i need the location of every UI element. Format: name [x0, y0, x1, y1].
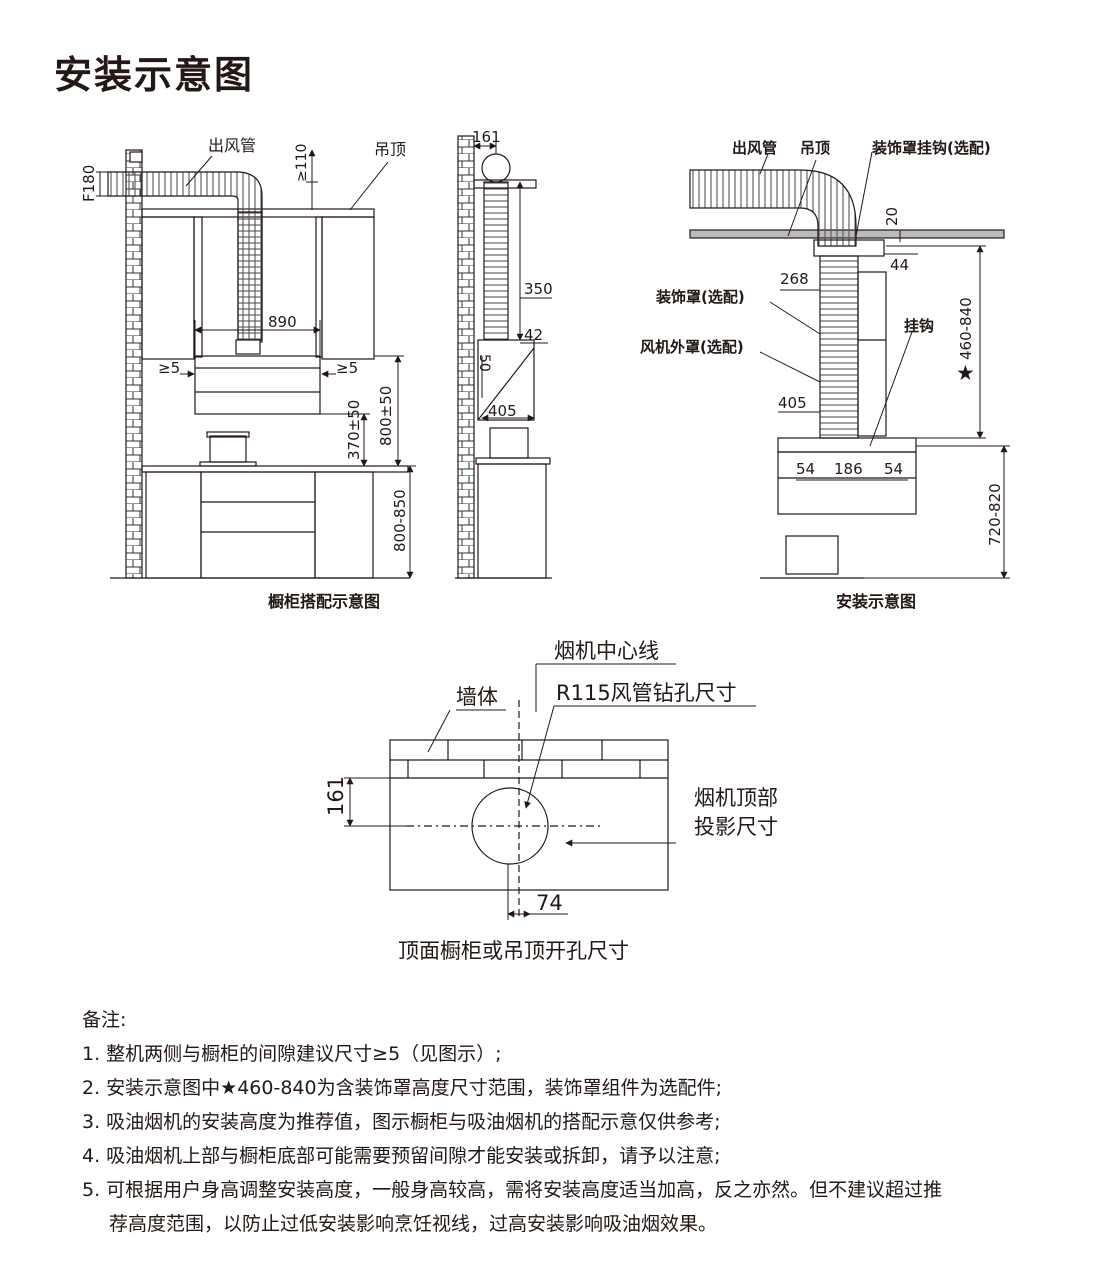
dim-268: 268	[780, 270, 809, 288]
dim-161: 161	[324, 776, 348, 816]
dim-ceiling-gap: ≥110	[294, 144, 310, 182]
dim-405: 405	[778, 394, 807, 412]
side-view-dims	[473, 140, 552, 422]
note-5-cont: 荐高度范围，以防止过低安装影响烹饪视线，过高安装影响吸油烟效果。	[109, 1213, 718, 1235]
dim-54-left: 54	[796, 460, 815, 478]
hole-label: R115风管钻孔尺寸	[556, 681, 737, 705]
dim-44: 44	[890, 256, 909, 274]
opening-diagram	[389, 700, 669, 916]
opening-dims	[344, 663, 756, 920]
dim-hood-depth: 405	[488, 402, 517, 420]
notes-heading: 备注:	[82, 1009, 127, 1031]
note-5: 5. 可根据用户身高调整安装高度，一般身高较高，需将安装高度适当加高，反之亦然。…	[82, 1179, 943, 1201]
note-3: 3. 吸油烟机的安装高度为推荐值，图示橱柜与吸油烟机的搭配示意仅供参考;	[82, 1111, 721, 1133]
caption-install: 安装示意图	[836, 592, 916, 611]
island-duct-label: 出风管	[732, 139, 777, 157]
projection-label-1: 烟机顶部	[694, 786, 778, 810]
dim-counter-height: 800-850	[391, 489, 409, 552]
caption-cabinet: 橱柜搭配示意图	[268, 592, 380, 611]
dim-height: 720-820	[986, 483, 1004, 546]
note-1: 1. 整机两侧与橱柜的间隙建议尺寸≥5（见图示）;	[82, 1043, 502, 1065]
dim-74: 74	[536, 891, 563, 915]
dim-hood-width: 890	[268, 313, 297, 331]
dim-wall-offset: 161	[472, 128, 501, 146]
center-line-label: 烟机中心线	[554, 639, 659, 663]
dim-side-gap-left: ≥5	[158, 359, 180, 377]
island-ceiling-label: 吊顶	[800, 139, 830, 157]
wall	[125, 149, 143, 579]
side-view-labels: 161 350 42 50 405	[472, 128, 553, 420]
note-2: 2. 安装示意图中★460-840为含装饰罩高度尺寸范围，装饰罩组件为选配件;	[82, 1077, 722, 1099]
install-diagram	[689, 169, 1005, 579]
cabinet-labels: 出风管 吊顶 F180 ≥110 890 ≥5 ≥5 370±50 800±50…	[80, 136, 409, 611]
dim-range: 460-840	[957, 297, 975, 360]
motor-cover-label: 风机外罩(选配)	[640, 338, 744, 356]
page-title: 安装示意图	[54, 53, 255, 97]
star-icon: ★	[956, 361, 975, 385]
dim-54-right: 54	[884, 460, 903, 478]
install-dims	[759, 151, 1010, 579]
caption-opening: 顶面橱柜或吊顶开孔尺寸	[398, 939, 629, 963]
duct-label: 出风管	[208, 136, 256, 155]
projection	[389, 739, 669, 891]
pot	[209, 435, 247, 463]
install-labels: 出风管 吊顶 装饰罩挂钩(选配) 20 44 268 装饰罩(选配) 挂钩 风机…	[640, 139, 1004, 611]
dim-side-panel: 50	[476, 354, 492, 372]
island-hood	[777, 437, 917, 453]
opening-labels: 烟机中心线 R115风管钻孔尺寸 墙体 烟机顶部 投影尺寸 161 74 顶面橱…	[324, 639, 778, 963]
note-4: 4. 吸油烟机上部与橱柜底部可能需要预留间隙才能安装或拆卸，请予以注意;	[82, 1145, 721, 1167]
dim-side-gap-right: ≥5	[336, 359, 358, 377]
dim-186: 186	[834, 460, 863, 478]
dim-hood-to-cooktop: 370±50	[345, 400, 363, 460]
dim-f180: F180	[80, 165, 98, 202]
installation-diagram: 出风管 吊顶 F180 ≥110 890 ≥5 ≥5 370±50 800±50…	[80, 128, 1010, 963]
range-hood	[194, 355, 321, 415]
hanger-label: 挂钩	[904, 317, 934, 335]
ceiling-label: 吊顶	[374, 140, 406, 159]
cabinet-diagram	[107, 149, 410, 579]
notes: 备注: 1. 整机两侧与橱柜的间隙建议尺寸≥5（见图示）; 2. 安装示意图中★…	[82, 1003, 1042, 1241]
cabinet-dims	[96, 149, 416, 579]
cover-hook-label: 装饰罩挂钩(选配)	[871, 139, 991, 157]
projection-label-2: 投影尺寸	[694, 815, 778, 839]
wall-label: 墙体	[456, 685, 498, 709]
side-view-diagram	[455, 135, 552, 579]
cover-label: 装饰罩(选配)	[655, 288, 745, 306]
dim-hood-to-counter: 800±50	[377, 386, 395, 446]
counter	[141, 465, 409, 473]
dim-20: 20	[883, 207, 901, 226]
dim-hood-top: 42	[524, 326, 543, 344]
dim-duct-height: 350	[524, 280, 553, 298]
